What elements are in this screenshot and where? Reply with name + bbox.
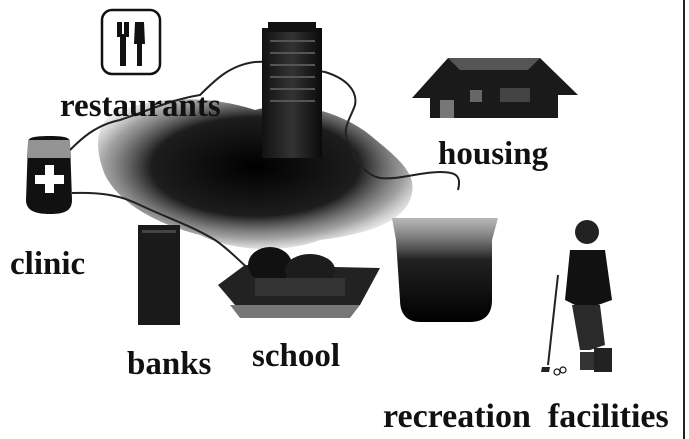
clinic-label: clinic bbox=[10, 248, 85, 281]
right-border-line bbox=[683, 0, 685, 439]
golfer-icon bbox=[541, 220, 612, 375]
medical-cross-icon bbox=[26, 136, 72, 214]
pool-icon bbox=[392, 218, 498, 322]
school-label: school bbox=[252, 340, 340, 373]
housing-label: housing bbox=[438, 138, 548, 171]
fork-and-knife-icon bbox=[102, 10, 160, 74]
recreation-facilities-label: recreation facilities bbox=[383, 400, 669, 434]
bank-building-icon bbox=[138, 225, 180, 325]
restaurants-label: restaurants bbox=[60, 90, 221, 123]
banks-label: banks bbox=[127, 348, 211, 381]
house-icon bbox=[412, 58, 578, 118]
office-tower-icon bbox=[262, 22, 322, 158]
school-campus-icon bbox=[218, 247, 380, 318]
